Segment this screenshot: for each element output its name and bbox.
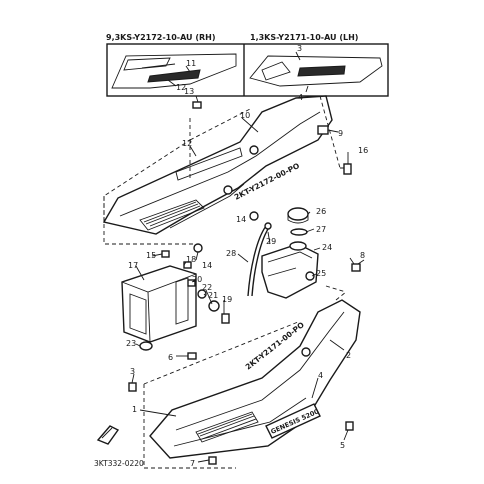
oil-tank (261, 241, 319, 299)
leader-lines (131, 51, 365, 463)
lower-side-cover (149, 299, 361, 459)
callout-15: 15 (146, 251, 156, 260)
callout-12: 12 (182, 139, 192, 148)
callout-20: 20 (192, 275, 202, 284)
part-5-clip (345, 421, 354, 431)
part-27-seal (290, 228, 308, 236)
callout-7: 7 (190, 459, 195, 468)
rh-inset-label: 9,3KS-Y2172-10-AU (RH) (106, 33, 216, 42)
callout-23: 23 (126, 339, 136, 348)
callout-25: 25 (316, 269, 326, 278)
callout-21: 21 (208, 291, 218, 300)
rh-side-cover-outline (111, 53, 237, 89)
figure-code: 3KT332-0220 (94, 459, 144, 468)
part-14-collar-a (249, 211, 259, 221)
callout-numbers: 11 12 3 4 13 10 9 12 16 26 27 24 14 29 2… (126, 44, 368, 468)
part-28-hose (247, 225, 267, 297)
callout-28: 28 (226, 249, 236, 258)
lower-cover-vent-hatch (195, 411, 259, 443)
part-23-damper (139, 341, 153, 351)
part-3-screw (128, 382, 137, 392)
callout-1: 1 (132, 405, 137, 414)
lh-side-cover-outline (249, 55, 383, 87)
callout-11: 11 (186, 59, 196, 68)
callout-4-inset: 4 (298, 93, 303, 102)
callout-3: 3 (130, 367, 135, 376)
callout-14-upper: 14 (236, 215, 246, 224)
lh-decal-graphic (297, 65, 346, 77)
battery-box (121, 265, 197, 343)
part-13-bolt (192, 101, 202, 109)
callout-9: 9 (338, 129, 343, 138)
part-22-damper (208, 300, 220, 312)
inset-labels: 9,3KS-Y2172-10-AU (RH) 1,3KS-Y2171-10-AU… (106, 33, 358, 42)
part-8-nut (351, 263, 361, 272)
callout-14-lower: 14 (202, 261, 212, 270)
callout-24: 24 (322, 243, 332, 252)
callout-26: 26 (316, 207, 326, 216)
callout-27: 27 (316, 225, 326, 234)
part-14-collar-b (193, 243, 203, 253)
callout-8: 8 (360, 251, 365, 260)
callout-4: 4 (318, 371, 323, 380)
part-25-grommet (305, 271, 315, 281)
callout-5: 5 (340, 441, 345, 450)
callout-6: 6 (168, 353, 173, 362)
callout-10: 10 (240, 111, 250, 120)
part-15-bolt (161, 250, 170, 258)
callout-12-inset: 12 (176, 83, 186, 92)
decal-inset-box (106, 43, 389, 97)
part-6-collar (187, 352, 197, 360)
part-7-screw (208, 456, 217, 465)
upper-cover-vent-hatch (139, 199, 205, 231)
callout-18: 18 (186, 255, 196, 264)
lower-cover-decal (265, 403, 321, 439)
upper-side-cover (102, 95, 333, 235)
callout-16: 16 (358, 146, 368, 155)
part-29-clamp (264, 222, 272, 230)
callout-13: 13 (184, 87, 194, 96)
part-20-washer (187, 279, 196, 287)
callout-29: 29 (266, 237, 276, 246)
part-26-tank-cap (287, 207, 309, 224)
callout-3-inset: 3 (297, 44, 302, 53)
part-21-collar (197, 289, 207, 299)
part-9-bracket (317, 125, 329, 135)
front-arrow-icon (96, 425, 120, 445)
part-19-bolt (221, 313, 230, 324)
callout-22: 22 (202, 283, 212, 292)
lh-inset-label: 1,3KS-Y2171-10-AU (LH) (250, 33, 358, 42)
callout-2: 2 (346, 351, 351, 360)
callout-17: 17 (128, 261, 138, 270)
part-16-clip (343, 163, 352, 175)
callout-19: 19 (222, 295, 232, 304)
rh-decal-graphic (147, 69, 201, 83)
upper-cover-decal-strip (175, 147, 243, 181)
